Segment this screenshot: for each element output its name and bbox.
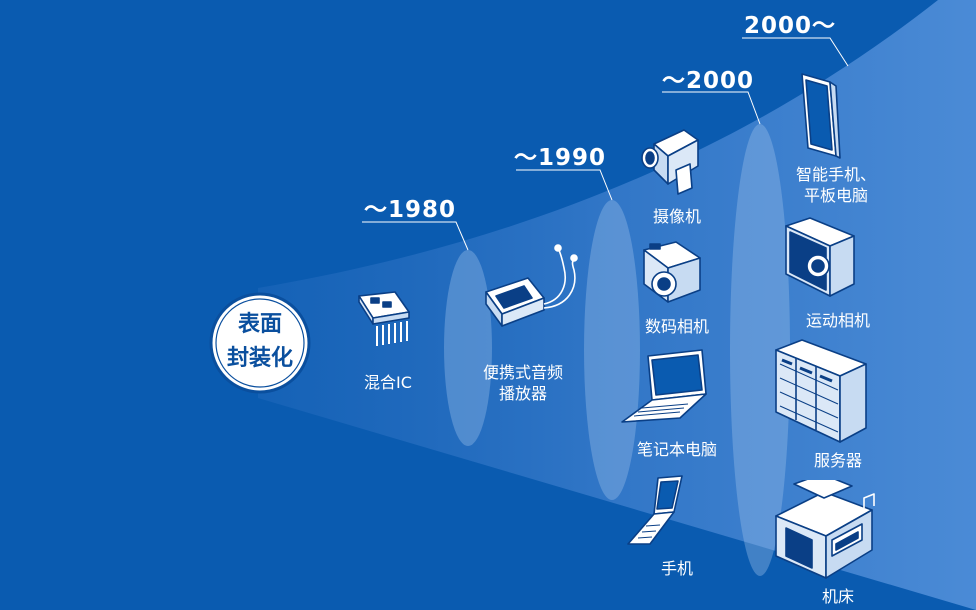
device-label-laptop: 笔记本电脑 [636, 440, 718, 459]
leader-line-2000a [662, 91, 761, 125]
era-ellipse-2000 [730, 124, 790, 576]
growth-cone [258, 0, 976, 610]
center-label: 表面 封装化 [213, 280, 307, 406]
device-label-smartphone-line1: 智能手机、 [795, 165, 877, 184]
camcorder-icon [641, 129, 699, 195]
center-label-line1: 表面 [237, 312, 282, 337]
portable-player-icon [485, 244, 578, 327]
era-label-1980: ～1980 [364, 197, 457, 223]
server-icon [775, 339, 867, 443]
leader-line-2000b [742, 37, 849, 67]
center-circle [209, 292, 311, 394]
era-ellipse-1990 [584, 200, 640, 500]
device-label-server: 服务器 [813, 451, 863, 470]
device-label-camcorder: 摄像机 [652, 207, 702, 226]
device-label-flip-phone: 手机 [660, 559, 694, 578]
flip-phone-icon [627, 475, 683, 545]
device-label-smartphone-line2: 平板电脑 [803, 186, 869, 205]
device-label-action-camera: 运动相机 [805, 311, 871, 330]
machine-tool-icon [775, 480, 875, 579]
device-label-hybrid-ic: 混合IC [364, 373, 412, 392]
laptop-icon [621, 349, 707, 423]
era-label-1990: ～1990 [514, 145, 607, 171]
leader-line-1980 [362, 221, 469, 251]
smartphone-icon [801, 73, 841, 159]
device-label-machine-tool: 机床 [821, 587, 855, 606]
device-label-portable-player-line2: 播放器 [498, 384, 548, 403]
center-label-line2: 封装化 [226, 346, 293, 371]
action-camera-icon [785, 217, 855, 297]
device-label-digital-camera: 数码相机 [644, 317, 710, 336]
device-label-smartphone: 智能手机、 平板电脑 [796, 164, 876, 206]
hybrid-ic-icon [358, 291, 410, 346]
leader-line-1990 [516, 169, 613, 201]
era-ellipse-1980 [444, 250, 492, 446]
digital-camera-icon [643, 241, 701, 303]
device-label-portable-player-line1: 便携式音频 [482, 363, 564, 382]
era-label-2000: ～2000 [662, 68, 755, 94]
era-label-2000-plus: 2000～ [744, 13, 837, 39]
device-label-portable-player: 便携式音频 播放器 [483, 362, 563, 404]
